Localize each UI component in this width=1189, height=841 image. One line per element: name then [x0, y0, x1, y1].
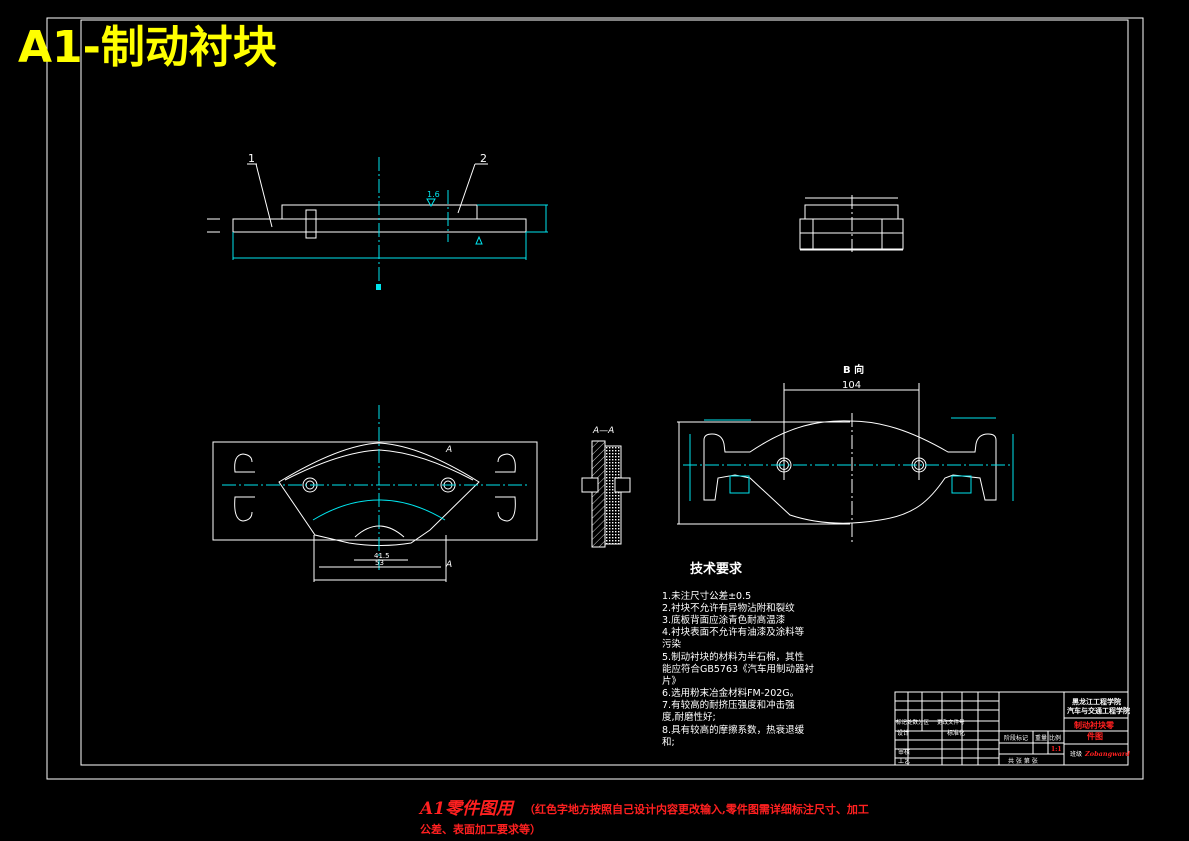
- plan-view: 41.5 53 A A: [212, 405, 538, 582]
- tech-heading: 技术要求: [690, 561, 743, 577]
- section-a-a: A—A: [581, 426, 631, 548]
- outer-border: [46, 17, 1144, 780]
- tech-line: 6.选用粉末冶金材料FM-202G。: [662, 687, 799, 699]
- leader-label-1: 1: [248, 152, 255, 165]
- tech-line: 1.未注尺寸公差±0.5: [662, 590, 751, 602]
- b-view-label: B 向: [843, 363, 864, 376]
- school-name: 黑龙江工程学院: [1072, 697, 1121, 706]
- drawing-name-1: 制动衬块零: [1074, 720, 1115, 730]
- tech-line: 度,耐磨性好;: [662, 711, 716, 723]
- dim-41-5: 41.5: [374, 552, 390, 560]
- title-block: 黑龙江工程学院 汽车与交通工程学院 制动衬块零 件图 标记处数分区 更改文件号 …: [894, 691, 1130, 766]
- tech-line: 能应符合GB5763《汽车用制动器衬: [662, 663, 815, 675]
- drawing-name-2: 件图: [1087, 731, 1103, 741]
- tech-line: 污染: [662, 638, 682, 650]
- tech-line: 7.有较高的耐挤压强度和冲击强: [662, 699, 795, 711]
- tech-line: 和;: [662, 737, 675, 748]
- tech-line: 2.衬块不允许有异物沾附和裂纹: [662, 602, 795, 614]
- tech-line: 3.底板背面应涂青色耐高温漆: [662, 614, 786, 626]
- process-label: 工艺: [898, 757, 910, 765]
- standard-label: 标准化: [947, 729, 965, 737]
- drawing-title: A1-制动衬块: [18, 22, 277, 73]
- scale-label: 比例: [1049, 734, 1061, 742]
- dim-104: 104: [842, 380, 861, 391]
- department-name: 汽车与交通工程学院: [1067, 706, 1130, 715]
- change-doc-label: 更改文件号: [937, 718, 965, 726]
- leader-label-2: 2: [480, 152, 487, 165]
- section-mark-top: A: [445, 445, 452, 455]
- tech-line: 5.制动衬块的材料为半石棉，其性: [662, 651, 805, 663]
- footer-note: A1零件图用 （红色字地方按照自己设计内容更改输入,零件图需详细标注尺寸、加工 …: [418, 799, 869, 836]
- weight-label: 重量: [1035, 734, 1047, 742]
- scale-value: 1:1: [1051, 746, 1062, 753]
- b-view: B 向 104: [677, 363, 1014, 545]
- footer-line-1: （红色字地方按照自己设计内容更改输入,零件图需详细标注尺寸、加工: [524, 802, 869, 816]
- roughness-label: 1.6: [427, 190, 440, 199]
- front-view: 1 2 1.6: [207, 152, 548, 290]
- tech-requirements: 技术要求 1.未注尺寸公差±0.5 2.衬块不允许有异物沾附和裂纹 3.底板背面…: [662, 561, 815, 748]
- class-value: Zobangward: [1084, 750, 1130, 758]
- stage-label: 阶段标记: [1004, 734, 1028, 742]
- footer-line-2: 公差、表面加工要求等）: [420, 822, 541, 836]
- sheets-label: 共 张 第 张: [1008, 757, 1038, 765]
- footer-prefix: A1零件图用: [418, 799, 515, 819]
- class-label: 班级: [1070, 750, 1082, 758]
- section-label: A—A: [592, 426, 614, 436]
- side-view: [799, 195, 904, 252]
- change-row-label: 标记处数分区: [896, 718, 930, 726]
- design-label: 设计: [897, 729, 909, 737]
- tech-line: 8.具有较高的摩擦系数，热衰退缓: [662, 724, 805, 736]
- inner-border: [80, 19, 1129, 766]
- review-label: 审核: [898, 748, 910, 756]
- dim-53: 53: [375, 559, 384, 567]
- tech-line: 4.衬块表面不允许有油漆及涂料等: [662, 626, 805, 638]
- tech-line: 片》: [662, 675, 681, 687]
- section-mark-bottom: A: [445, 560, 452, 570]
